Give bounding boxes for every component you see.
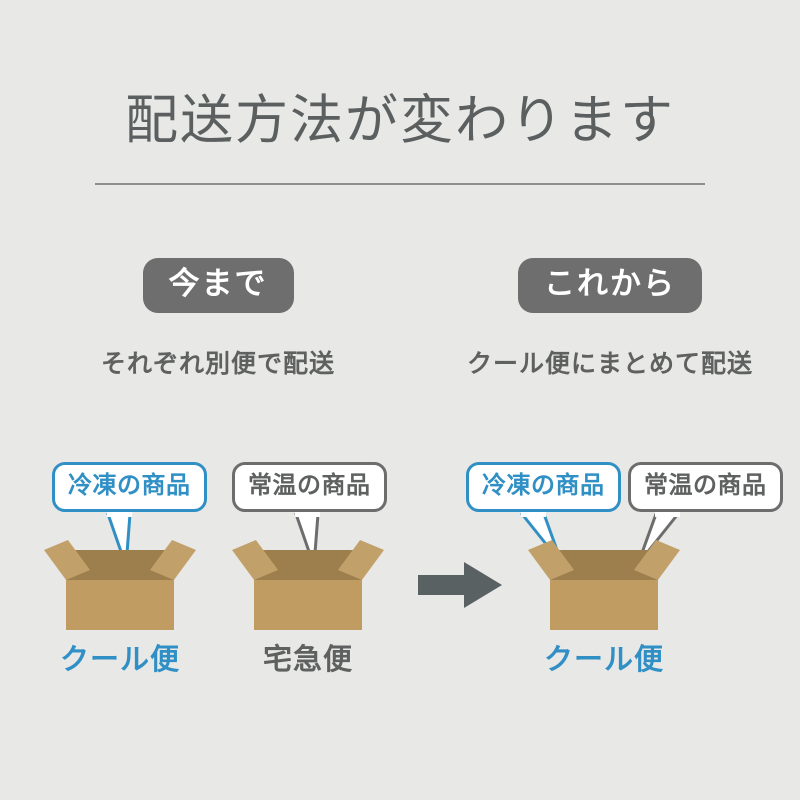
bubble-ambient-after: 常温の商品: [628, 462, 783, 512]
page-title: 配送方法が変わります: [125, 92, 675, 150]
column-before: 今まで それぞれ別便で配送: [38, 258, 398, 380]
box-front-panel: [66, 580, 174, 630]
subtitle-before: それぞれ別便で配送: [100, 349, 335, 378]
badge-before: 今まで: [142, 258, 294, 313]
bubble-ambient-before: 常温の商品: [232, 462, 387, 512]
bubble-frozen-before: 冷凍の商品: [52, 462, 207, 512]
ship-label-cool-after: クール便: [543, 644, 664, 676]
bubble-frozen-after: 冷凍の商品: [466, 462, 621, 512]
arrow-right-icon: [418, 562, 502, 608]
ship-label-takkyubin-before: 宅急便: [262, 644, 353, 676]
badge-row-before: 今まで: [38, 258, 398, 313]
box-takkyubin-before: [232, 522, 384, 630]
badge-after: これから: [518, 258, 702, 313]
box-cool-before: [44, 522, 196, 630]
box-front-panel: [550, 580, 658, 630]
subtitle-after: クール便にまとめて配送: [466, 349, 753, 378]
box-front-panel: [254, 580, 362, 630]
arrow-shaft: [418, 575, 472, 595]
ship-label-cool-before: クール便: [59, 644, 180, 676]
box-cool-after: [528, 522, 680, 630]
column-after: これから クール便にまとめて配送: [430, 258, 790, 380]
badge-row-after: これから: [430, 258, 790, 313]
arrow-head: [464, 562, 502, 608]
title-divider: [95, 183, 705, 185]
